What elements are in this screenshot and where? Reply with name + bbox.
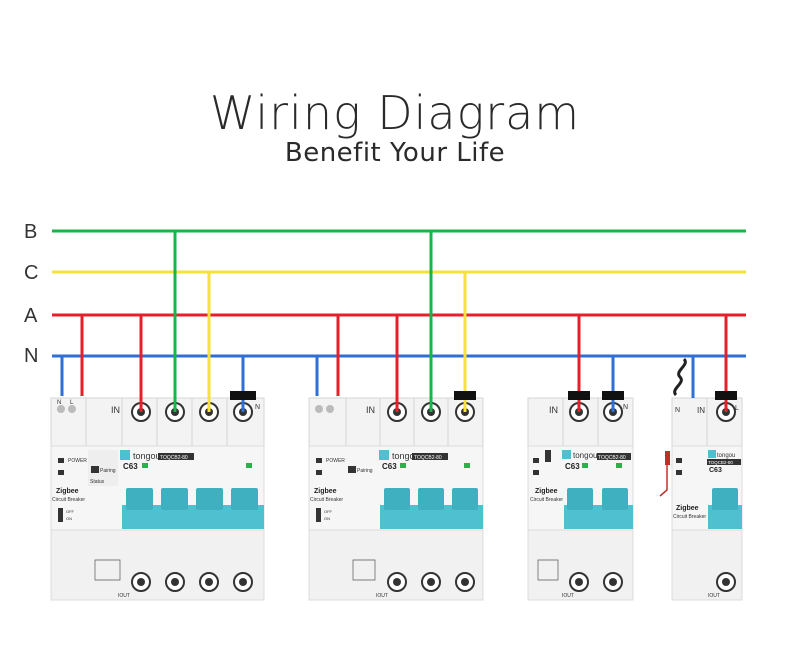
brand-label: tongou [717, 453, 735, 459]
bus-label-c: C [24, 262, 39, 284]
ctrl-terminal-icon [68, 405, 76, 413]
coil-icon [673, 357, 687, 397]
product-sub-label: Circuit Breaker [673, 514, 706, 520]
pairing-button-icon [91, 466, 99, 473]
out-label: IOUT [376, 593, 388, 599]
drop-wires-breaker-1p [691, 315, 737, 412]
terminal-in-label: IN [366, 405, 375, 415]
pairing-label: Pairing [357, 468, 373, 474]
brand-logo-icon [120, 450, 130, 460]
pairing-label: Pairing [100, 468, 116, 474]
model-label: TOQCB2-80 [160, 455, 188, 461]
status-label: Status [90, 479, 105, 485]
drop-wires-breaker-1p-n [568, 315, 624, 412]
off-label: OFF [324, 509, 333, 514]
bus-label-a: A [24, 305, 38, 327]
model-label: TOQCB2-80 [414, 455, 442, 461]
ctrl-terminal-icon [57, 405, 65, 413]
product-sub-label: Circuit Breaker [530, 497, 563, 503]
rating-label: C63 [382, 462, 397, 471]
power-label: POWER [326, 458, 345, 464]
brand-label: tongou [573, 451, 597, 460]
page-title: Wiring Diagram [209, 86, 581, 140]
model-label: TOQCB2-80 [598, 455, 626, 461]
product-label: Zigbee [56, 488, 79, 495]
rating-label: C63 [565, 462, 580, 471]
page-subtitle: Benefit Your Life [284, 138, 506, 168]
product-label: Zigbee [535, 488, 558, 495]
out-label: IOUT [562, 593, 574, 599]
product-sub-label: Circuit Breaker [310, 497, 343, 503]
model-label: TOQCB2-80 [708, 460, 733, 465]
drop-wires-breaker-3p-n [60, 231, 256, 412]
bus-label-n: N [24, 345, 39, 367]
brand-label: tongou [133, 451, 161, 461]
drop-wires-breaker-3p [315, 231, 476, 412]
bus-label-b: B [24, 221, 38, 243]
off-label: OFF [66, 509, 75, 514]
brand-logo-icon [708, 450, 716, 458]
out-label: IOUT [118, 593, 130, 599]
brand-label: tongou [392, 451, 420, 461]
breaker-3p-n: N L IN N POWER Zigbee Circuit Breaker OF… [50, 397, 265, 601]
switch-icon [58, 508, 63, 522]
breaker-1p-n: IN N Zigbee Circuit Breaker tongou TOQCB… [527, 397, 634, 601]
out-label: IOUT [708, 593, 720, 599]
breaker-3p: IN POWER Zigbee Circuit Breaker OFF ON P… [308, 397, 484, 601]
on-label: ON [66, 516, 72, 521]
terminal-n-label: N [623, 404, 628, 411]
product-label: Zigbee [314, 488, 337, 495]
product-sub-label: Circuit Breaker [52, 497, 85, 503]
terminal-l-label: L [735, 405, 739, 412]
terminal-n-label: N [255, 404, 260, 411]
power-led-icon [58, 458, 64, 463]
rating-label: C63 [123, 462, 138, 471]
breaker-1p: N IN L Zigbee Circuit Breaker tongou TOQ… [659, 357, 743, 601]
terminal-n-label: N [675, 407, 680, 414]
brand-logo-icon [562, 450, 571, 459]
ctrl-label-l: L [70, 400, 74, 406]
ntc-probe-icon [665, 451, 670, 465]
ctrl-label-n: N [57, 400, 61, 406]
terminal-in-label: IN [697, 406, 705, 415]
terminal-in-label: IN [111, 405, 120, 415]
brand-logo-icon [379, 450, 389, 460]
terminal-in-label: IN [549, 405, 558, 415]
power-label: POWER [68, 458, 87, 464]
on-label: ON [324, 516, 330, 521]
product-label: Zigbee [676, 505, 699, 512]
rating-label: C63 [709, 467, 722, 474]
